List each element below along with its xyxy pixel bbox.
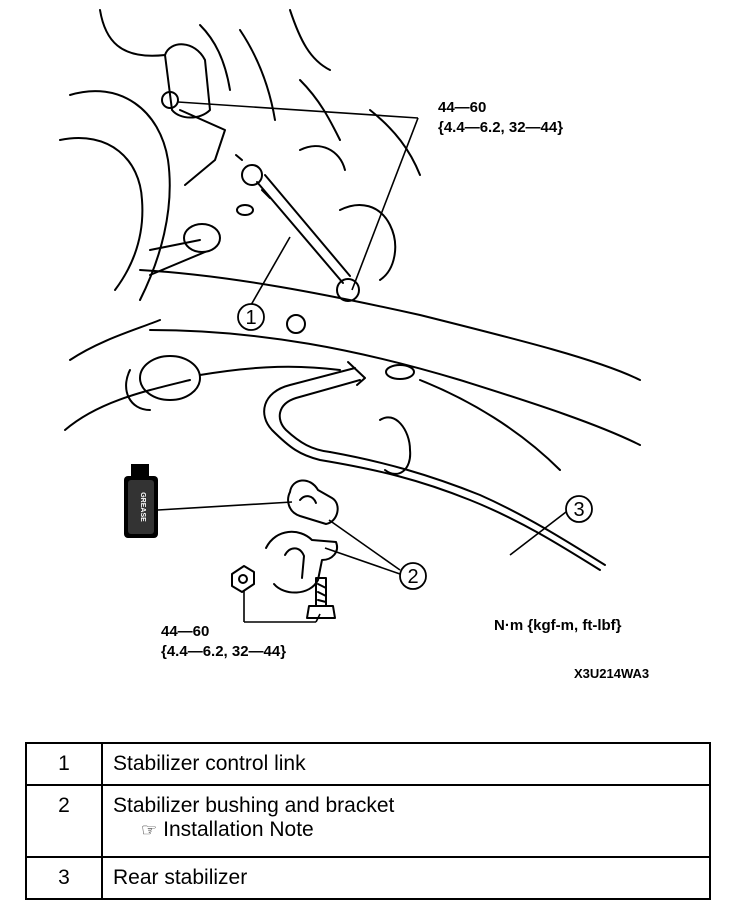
bracket-bolt [306, 577, 336, 619]
leader-lines-lower-torque [243, 590, 321, 623]
torque-units: N·m {kgf-m, ft-lbf} [494, 617, 622, 634]
parts-table: 1 Stabilizer control link 2 Stabilizer b… [25, 742, 711, 900]
part-number: 1 [25, 742, 103, 786]
part-name: Rear stabilizer [101, 856, 711, 900]
shock-absorber-outline [164, 9, 421, 176]
stabilizer-bushing [287, 479, 339, 525]
leader-line-1 [250, 236, 291, 306]
bracket-nut [231, 565, 255, 593]
grease-label: GREASE [139, 492, 146, 522]
stabilizer-control-link [161, 91, 360, 334]
callout-3-label: 3 [573, 499, 584, 521]
leader-lines-2 [324, 519, 401, 575]
part-name-cell: Stabilizer bushing and bracket ☞Installa… [101, 784, 711, 858]
callout-2-label: 2 [407, 566, 418, 588]
rear-stabilizer-bar [263, 361, 606, 571]
torque-upper-line2: {4.4—6.2, 32—44} [438, 119, 563, 136]
torque-upper-line1: 44—60 [438, 99, 486, 116]
installation-note-link[interactable]: ☞Installation Note [113, 818, 709, 842]
callout-3: 3 [565, 495, 593, 523]
torque-lower-line2: {4.4—6.2, 32—44} [161, 643, 286, 660]
table-row: 3 Rear stabilizer [25, 856, 711, 900]
callout-2: 2 [399, 562, 427, 590]
leader-lines-upper-torque [177, 101, 419, 291]
pointing-hand-icon: ☞ [141, 820, 158, 840]
stabilizer-diagram: GREASE 1 2 [59, 9, 649, 681]
lower-arm-bushing [125, 223, 341, 411]
figure-code: X3U214WA3 [574, 666, 649, 681]
torque-lower-line1: 44—60 [161, 623, 209, 640]
table-row: 1 Stabilizer control link [25, 742, 711, 786]
part-name: Stabilizer control link [101, 742, 711, 786]
stabilizer-bracket [265, 530, 338, 594]
leader-line-grease [157, 501, 293, 511]
installation-note-label: Installation Note [163, 818, 314, 841]
callout-1: 1 [237, 303, 265, 331]
leader-line-3 [509, 511, 567, 556]
part-number: 2 [25, 784, 103, 858]
table-row: 2 Stabilizer bushing and bracket ☞Instal… [25, 784, 711, 858]
part-name: Stabilizer bushing and bracket [113, 794, 395, 817]
callout-1-label: 1 [245, 307, 256, 329]
grease-tube-icon: GREASE [124, 464, 158, 538]
part-number: 3 [25, 856, 103, 900]
brake-disc-outline [59, 9, 191, 431]
subframe-outline [139, 145, 641, 475]
